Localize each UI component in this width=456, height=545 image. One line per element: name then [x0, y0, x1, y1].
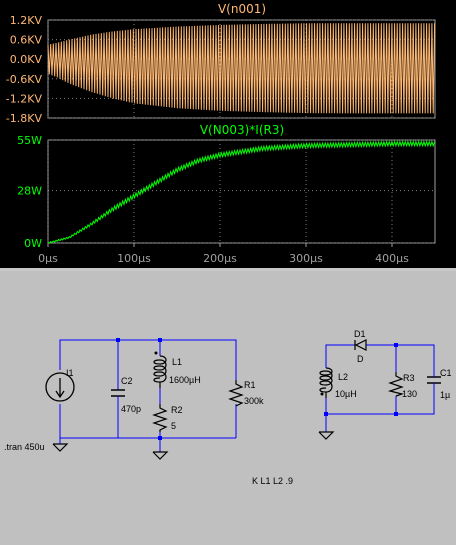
c1-value: 1µ — [440, 390, 450, 400]
r1-label: R1 — [244, 380, 256, 390]
inductor-l1[interactable] — [153, 355, 167, 388]
trace-title-voltage[interactable]: V(n001) — [218, 2, 266, 16]
r3-label: R3 — [403, 373, 415, 383]
tran-directive[interactable]: .tran 450u — [4, 442, 45, 452]
y-tick-label: 0.0KV — [10, 53, 43, 66]
trace-voltage — [47, 23, 436, 114]
y-ticks-voltage: 1.2KV 0.6KV 0.0KV -0.6KV -1.2KV -1.8KV — [6, 14, 43, 125]
d1-model: D — [357, 354, 364, 364]
x-tick-label: 400µs — [375, 252, 409, 265]
l1-polarity-dot — [154, 351, 158, 355]
r3-value: 130 — [402, 389, 417, 399]
y-ticks-power: 55W 28W 0W — [17, 134, 42, 250]
y-tick-label: 28W — [17, 185, 42, 198]
series-line-power — [47, 140, 436, 244]
y-tick-label: 1.2KV — [10, 14, 43, 27]
inductor-l2[interactable] — [319, 367, 333, 398]
c2-label: C2 — [121, 376, 133, 386]
y-tick-label: -1.2KV — [6, 92, 43, 105]
coupling-directive[interactable]: K L1 L2 .9 — [252, 476, 293, 486]
resistor-r1[interactable] — [228, 380, 244, 407]
current-source-i1[interactable] — [45, 372, 75, 402]
x-tick-label: 0µs — [38, 252, 58, 265]
trace-title-power[interactable]: V(N003)*I(R3) — [200, 123, 284, 137]
pane-separator[interactable] — [0, 268, 456, 271]
plot-pane-power — [47, 139, 436, 244]
grid-power — [47, 139, 435, 244]
d1-label: D1 — [354, 329, 366, 339]
l2-label: L2 — [338, 372, 348, 382]
c2-value: 470p — [121, 404, 141, 414]
y-tick-label: 0.6KV — [10, 34, 43, 47]
y-tick-label: 0W — [24, 237, 42, 250]
series-line-voltage — [47, 23, 436, 114]
r2-value: 5 — [171, 421, 176, 431]
l1-label: L1 — [172, 357, 182, 367]
schematic-canvas: I1 C2 470p L1 1600µH R2 5 R1 300k D1 D L… — [0, 271, 456, 545]
l2-value: 10µH — [335, 389, 357, 399]
y-tick-label: -0.6KV — [6, 73, 43, 86]
c1-label: C1 — [440, 368, 452, 378]
schematic-wires — [59, 339, 435, 452]
r1-value: 300k — [244, 396, 264, 406]
r2-label: R2 — [171, 405, 183, 415]
x-tick-label: 300µs — [289, 252, 323, 265]
resistor-r3[interactable] — [387, 372, 405, 397]
y-tick-label: -1.8KV — [6, 112, 43, 125]
resistor-r2[interactable] — [152, 404, 168, 432]
x-tick-label: 200µs — [203, 252, 237, 265]
waveform-viewer: V(n001) 1.2KV 0.6KV 0.0KV -0.6KV -1.2KV -1.8K… — [0, 0, 456, 268]
diode-d1[interactable] — [354, 339, 367, 351]
l2-polarity-dot — [320, 392, 324, 396]
x-ticks-time: 0µs 100µs 200µs 300µs 400µs — [38, 243, 409, 265]
trace-power — [47, 140, 436, 244]
i1-label: I1 — [66, 368, 74, 378]
l1-value: 1600µH — [169, 375, 201, 385]
x-tick-label: 100µs — [117, 252, 151, 265]
junction-dots — [116, 338, 398, 440]
y-tick-label: 55W — [17, 134, 42, 147]
